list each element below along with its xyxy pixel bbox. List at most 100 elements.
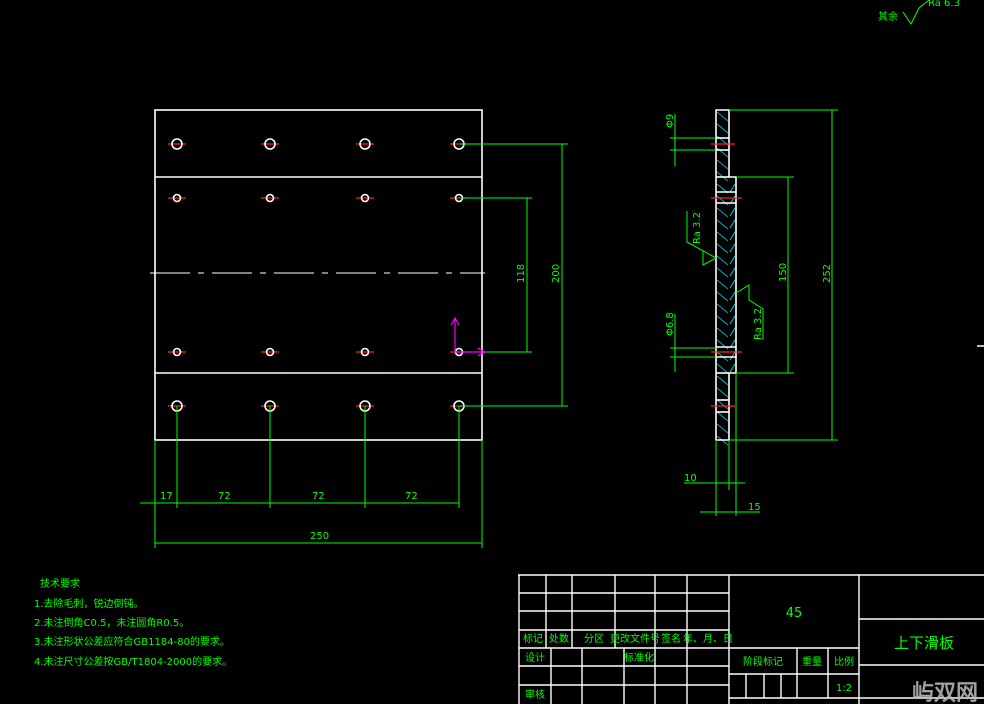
hatch-line xyxy=(729,255,736,265)
title-block-text: 标记 处数 分区 更改文件号 签名 年、月、日 设计 标准化 审核 45 阶段标… xyxy=(523,606,954,701)
dim-150-text: 150 xyxy=(778,263,789,282)
watermark: 屿双网 xyxy=(912,681,978,704)
section-hatch xyxy=(716,111,736,446)
dim-250-text: 250 xyxy=(310,531,329,542)
dim-bottom-thickness: 10 15 xyxy=(684,373,761,516)
roughness-right: Ra 3.2 xyxy=(735,284,764,340)
plate-outline xyxy=(154,109,483,441)
hatch-line xyxy=(716,399,729,410)
design-label: 设计 xyxy=(525,651,545,664)
hatch-line xyxy=(729,279,736,289)
stage-mark-label: 阶段标记 xyxy=(743,655,783,668)
hatch-line xyxy=(729,303,736,313)
hatch-line xyxy=(716,375,729,386)
dim-dia9: Φ9 xyxy=(665,114,716,166)
roughness-other-label: 其余 xyxy=(878,10,898,23)
ucs-icon xyxy=(450,316,487,357)
header-zone: 分区 xyxy=(584,633,604,645)
mounting-hole xyxy=(264,138,276,150)
hatch-line xyxy=(716,315,729,326)
title-block xyxy=(518,574,984,704)
dim-252-text: 252 xyxy=(822,264,833,283)
mounting-hole xyxy=(360,193,370,203)
roughness-left: Ra 3.2 xyxy=(686,211,717,266)
scale-value: 1:2 xyxy=(836,683,852,694)
hatch-line xyxy=(729,351,736,361)
dim-118: 118 xyxy=(460,197,532,353)
hatch-line xyxy=(729,315,736,325)
hatch-line xyxy=(729,219,736,229)
roughness-left-text: Ra 3.2 xyxy=(692,212,703,244)
dim-150: 150 xyxy=(736,176,794,374)
hatch-line xyxy=(716,279,729,290)
side-holes xyxy=(711,137,742,413)
hatch-line xyxy=(716,291,729,302)
dim-bottom-spacing: 17 72 72 72 250 xyxy=(140,406,483,548)
hatch-line xyxy=(716,255,729,266)
dim-72-text: 72 xyxy=(218,491,231,502)
header-date: 年、月、日 xyxy=(683,632,733,645)
header-mark: 标记 xyxy=(523,633,543,645)
holes xyxy=(168,138,468,412)
front-view: 200 118 17 72 72 72 250 xyxy=(140,109,568,548)
side-view: 252 150 Φ9 Φ6.8 Ra 3.2 Ra 3.2 xyxy=(665,109,838,516)
hatch-line xyxy=(716,243,729,254)
hatch-line xyxy=(716,411,729,422)
standardize-label: 标准化 xyxy=(624,651,654,664)
dim-72-text: 72 xyxy=(312,491,325,502)
hatch-line xyxy=(729,267,736,277)
dim-10-text: 10 xyxy=(684,473,697,484)
hatch-line xyxy=(716,123,729,134)
mounting-hole xyxy=(359,138,371,150)
dim-17-text: 17 xyxy=(160,491,173,502)
review-label: 审核 xyxy=(525,688,545,701)
hatch-line xyxy=(729,183,736,193)
hatch-line xyxy=(716,111,729,122)
mounting-hole xyxy=(265,193,275,203)
dim-200: 200 xyxy=(460,143,568,407)
hatch-line xyxy=(729,207,736,217)
hatch-line xyxy=(729,327,736,337)
tech-requirement-item: 4.未注尺寸公差按GB/T1804-2000的要求。 xyxy=(34,655,232,668)
hatch-line xyxy=(716,159,729,170)
dim-dia9-text: Φ9 xyxy=(665,114,676,128)
mounting-hole xyxy=(265,347,275,357)
tech-requirement-item: 1.去除毛刺，锐边倒钝。 xyxy=(34,597,144,610)
hatch-line xyxy=(729,291,736,301)
hatch-line xyxy=(729,231,736,241)
hatch-line xyxy=(716,423,729,434)
hatch-line xyxy=(716,303,729,314)
tech-requirements: 技术要求 1.去除毛刺，锐边倒钝。 2.未注倒角C0.5，未注圆角R0.5。 3… xyxy=(34,577,232,668)
hatch-line xyxy=(716,327,729,338)
hatch-line xyxy=(716,267,729,278)
hatch-line xyxy=(729,243,736,253)
material: 45 xyxy=(786,606,803,621)
weight-label: 重量 xyxy=(802,655,822,668)
roughness-other-value: Ra 6.3 xyxy=(928,0,960,9)
hatch-line xyxy=(716,387,729,398)
roughness-symbol-icon xyxy=(902,0,930,25)
part-name: 上下滑板 xyxy=(894,634,954,652)
hatch-line xyxy=(729,363,736,373)
dim-252: 252 xyxy=(729,109,838,441)
mounting-hole xyxy=(360,347,370,357)
dim-15-text: 15 xyxy=(748,502,761,513)
hatch-line xyxy=(716,207,729,218)
header-signature: 签名 xyxy=(661,632,681,645)
hatch-line xyxy=(716,219,729,230)
tech-requirements-title: 技术要求 xyxy=(40,577,80,590)
header-change-doc: 更改文件号 xyxy=(610,632,660,645)
mounting-hole xyxy=(171,138,183,150)
mounting-hole xyxy=(172,193,182,203)
scale-label: 比例 xyxy=(834,655,854,668)
dim-200-text: 200 xyxy=(551,264,562,283)
tech-requirement-item: 2.未注倒角C0.5，未注圆角R0.5。 xyxy=(34,616,189,629)
header-count: 处数 xyxy=(549,632,569,645)
tech-requirement-item: 3.未注形状公差应符合GB1184-80的要求。 xyxy=(34,635,230,648)
mounting-hole xyxy=(172,347,182,357)
roughness-right-text: Ra 3.2 xyxy=(753,308,764,340)
hatch-line xyxy=(716,231,729,242)
dim-72-text: 72 xyxy=(405,491,418,502)
dim-118-text: 118 xyxy=(516,264,527,283)
